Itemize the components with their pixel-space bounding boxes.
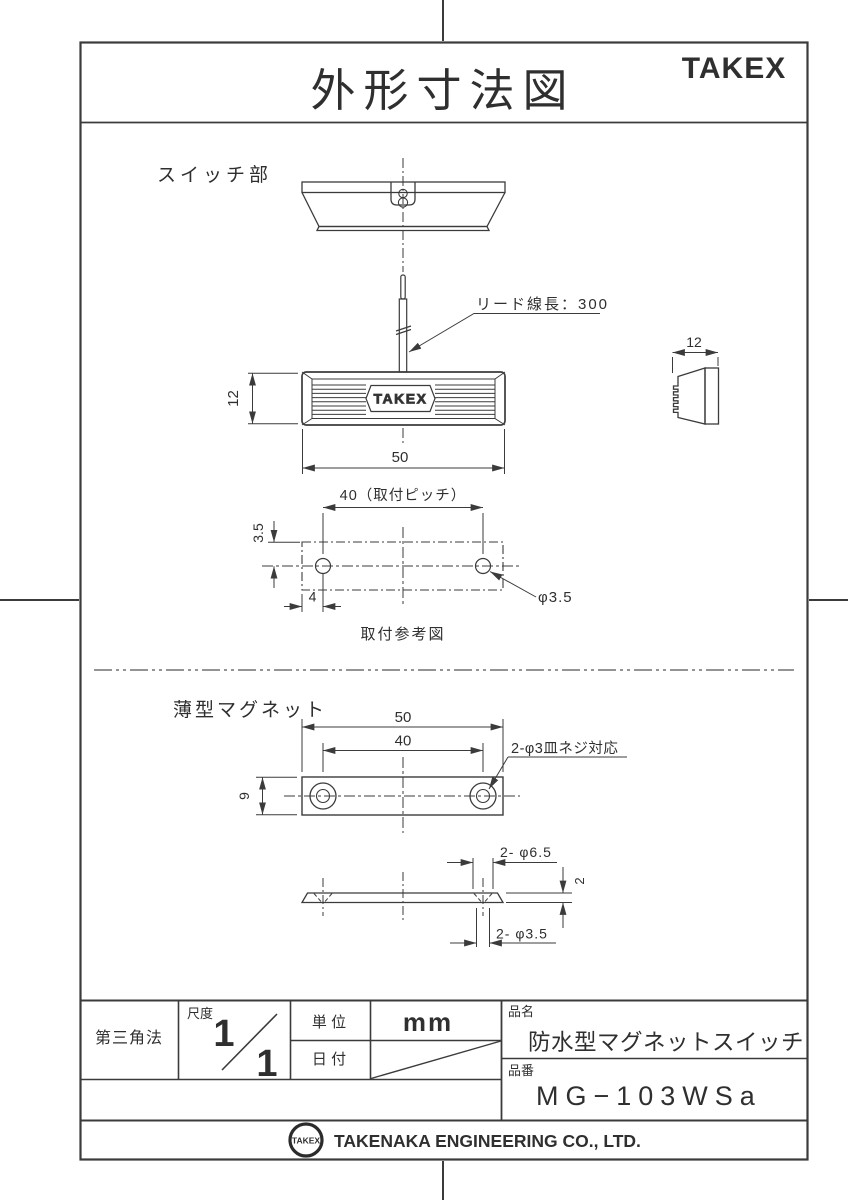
part-number-value: MG−103WSa <box>536 1081 762 1111</box>
dim-mount-pitch: 40（取付ピッチ） <box>340 487 467 504</box>
date-blank-slash <box>370 1040 502 1080</box>
dim-magnet-csink: 2- φ6.5 <box>500 844 552 860</box>
footer-logo-text: TAKEX <box>292 1136 321 1146</box>
dim-magnet-thickness: 2 <box>572 877 587 884</box>
front-logo-box <box>365 384 436 413</box>
unit-label: 単 位 <box>312 1014 346 1031</box>
product-name-label: 品名 <box>508 1004 534 1019</box>
scale-label: 尺度 <box>187 1006 213 1021</box>
footer-company-name: TAKENAKA ENGINEERING CO., LTD. <box>334 1131 641 1151</box>
dim-magnet-hole: 2- φ3.5 <box>496 926 548 942</box>
magnet-side-view <box>300 858 572 947</box>
dim-switch-depth: 12 <box>686 334 702 350</box>
magnet-section-label: 薄型マグネット <box>173 699 327 721</box>
front-ribs-left <box>312 384 366 415</box>
front-view-dimensions <box>248 372 505 474</box>
scale-denominator: 1 <box>256 1043 277 1085</box>
magnet-screw-note: 2-φ3皿ネジ対応 <box>511 740 618 757</box>
mount-caption: 取付参考図 <box>360 626 445 643</box>
switch-section-label: スイッチ部 <box>157 164 272 186</box>
footer-logo-ring <box>288 1122 324 1158</box>
scale-numerator: 1 <box>213 1013 234 1055</box>
title-block-lines <box>80 999 808 1122</box>
page-title: 外形寸法図 <box>310 65 575 116</box>
scale-slash <box>221 1013 278 1071</box>
brand-logo-text: TAKEX <box>682 52 786 85</box>
switch-side-view <box>672 349 720 425</box>
unit-value: mm <box>403 1007 453 1037</box>
switch-top-view <box>301 158 506 272</box>
dim-mount-hole-dia: φ3.5 <box>538 589 573 606</box>
dim-switch-height: 12 <box>225 390 242 407</box>
lead-wire <box>395 274 600 373</box>
lead-wire-note: リード線長：300 <box>476 296 609 313</box>
dim-mount-hole-offset: 4 <box>309 589 317 605</box>
mount-reference-figure <box>262 504 537 612</box>
front-logo-text: TAKEX <box>374 391 428 407</box>
date-label: 日 付 <box>312 1051 346 1068</box>
dim-magnet-height: 9 <box>236 792 252 800</box>
product-name-value: 防水型マグネットスイッチ <box>528 1030 804 1055</box>
dim-mount-edge-offset: 3.5 <box>250 523 266 543</box>
part-number-label: 品番 <box>508 1063 534 1078</box>
front-ribs-right <box>435 384 495 415</box>
dim-magnet-pitch: 40 <box>395 733 412 750</box>
projection-method: 第三角法 <box>95 1029 163 1047</box>
switch-front-view <box>301 371 506 446</box>
dim-magnet-width: 50 <box>395 709 412 726</box>
magnet-top-view <box>256 719 627 833</box>
dim-switch-width: 50 <box>392 449 409 466</box>
footer-company-bar: TAKEX TAKENAKA ENGINEERING CO., LTD. <box>288 1122 641 1158</box>
countersink-hidden-lines <box>313 893 493 902</box>
